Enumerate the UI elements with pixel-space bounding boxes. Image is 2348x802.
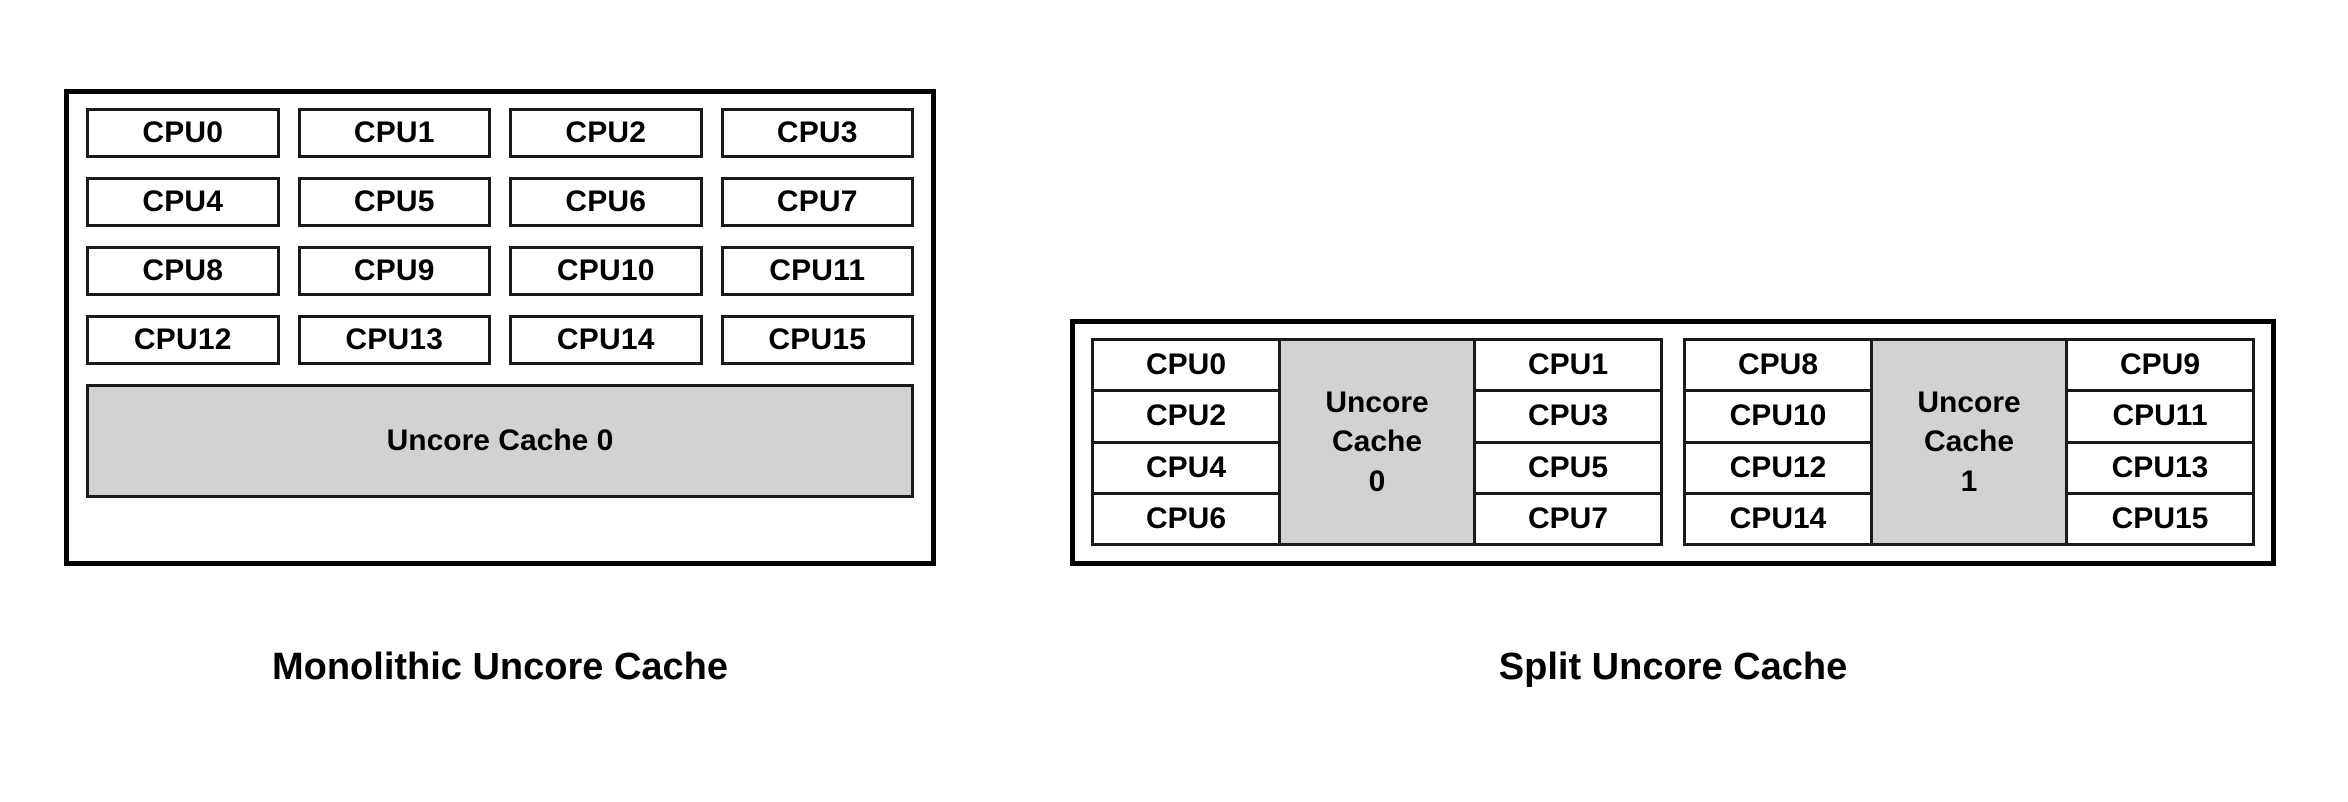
cpu-box: CPU2 xyxy=(1091,392,1281,444)
cpu-box: CPU6 xyxy=(509,177,703,227)
caption-monolithic: Monolithic Uncore Cache xyxy=(271,646,729,688)
cpu-box: CPU5 xyxy=(297,177,491,227)
uncore-cache-label-line: Cache xyxy=(1331,425,1423,459)
cpu-box: CPU3 xyxy=(720,108,914,158)
cpu-box: CPU4 xyxy=(1091,443,1281,495)
cpu-box: CPU14 xyxy=(509,315,703,365)
monolithic-cpu-grid: CPU0 CPU1 CPU2 CPU3 CPU4 CPU5 CPU6 CPU7 … xyxy=(86,108,914,365)
cpu-box: CPU8 xyxy=(1683,338,1873,393)
cpu-box: CPU11 xyxy=(720,246,914,296)
cpu-box: CPU6 xyxy=(1091,494,1281,546)
uncore-cache-box: Uncore Cache 1 xyxy=(1873,338,2065,546)
cpu-box: CPU0 xyxy=(86,108,280,158)
cpu-box: CPU7 xyxy=(1473,494,1663,546)
cpu-column-left: CPU0 CPU2 CPU4 CPU6 xyxy=(1091,338,1281,546)
cpu-box: CPU12 xyxy=(86,315,280,365)
cpu-box: CPU4 xyxy=(86,177,280,227)
cpu-box: CPU5 xyxy=(1473,443,1663,495)
cpu-column-right: CPU1 CPU3 CPU5 CPU7 xyxy=(1473,338,1663,546)
uncore-cache-index: 1 xyxy=(1960,464,1978,498)
cpu-box: CPU7 xyxy=(720,177,914,227)
uncore-cache-label-line: Uncore xyxy=(1917,385,2021,419)
cpu-column-right: CPU9 CPU11 CPU13 CPU15 xyxy=(2065,338,2255,546)
cpu-box: CPU3 xyxy=(1473,392,1663,444)
uncore-cache-box: Uncore Cache 0 xyxy=(1281,338,1473,546)
split-uncore-diagram: CPU0 CPU2 CPU4 CPU6 Uncore Cache 0 CPU1 … xyxy=(1070,319,2276,566)
cpu-box: CPU13 xyxy=(2065,443,2255,495)
uncore-cache-label-line: Uncore xyxy=(1325,385,1429,419)
cpu-box: CPU9 xyxy=(297,246,491,296)
split-cache-group: CPU8 CPU10 CPU12 CPU14 Uncore Cache 1 CP… xyxy=(1683,338,2255,546)
cpu-box: CPU15 xyxy=(720,315,914,365)
cpu-box: CPU10 xyxy=(509,246,703,296)
cpu-box: CPU13 xyxy=(297,315,491,365)
cpu-box: CPU2 xyxy=(509,108,703,158)
cpu-box: CPU1 xyxy=(297,108,491,158)
monolithic-uncore-diagram: CPU0 CPU1 CPU2 CPU3 CPU4 CPU5 CPU6 CPU7 … xyxy=(64,89,936,566)
uncore-cache-label-line: Cache xyxy=(1923,425,2015,459)
split-cache-group: CPU0 CPU2 CPU4 CPU6 Uncore Cache 0 CPU1 … xyxy=(1091,338,1663,546)
uncore-cache-box: Uncore Cache 0 xyxy=(86,384,914,498)
cpu-box: CPU10 xyxy=(1683,392,1873,444)
cpu-box: CPU0 xyxy=(1091,338,1281,393)
caption-split: Split Uncore Cache xyxy=(1498,646,1848,688)
cpu-box: CPU9 xyxy=(2065,338,2255,393)
cpu-column-left: CPU8 CPU10 CPU12 CPU14 xyxy=(1683,338,1873,546)
cpu-box: CPU15 xyxy=(2065,494,2255,546)
cpu-box: CPU11 xyxy=(2065,392,2255,444)
cpu-box: CPU14 xyxy=(1683,494,1873,546)
cpu-box: CPU8 xyxy=(86,246,280,296)
cpu-box: CPU1 xyxy=(1473,338,1663,393)
uncore-cache-index: 0 xyxy=(1368,464,1386,498)
cpu-box: CPU12 xyxy=(1683,443,1873,495)
